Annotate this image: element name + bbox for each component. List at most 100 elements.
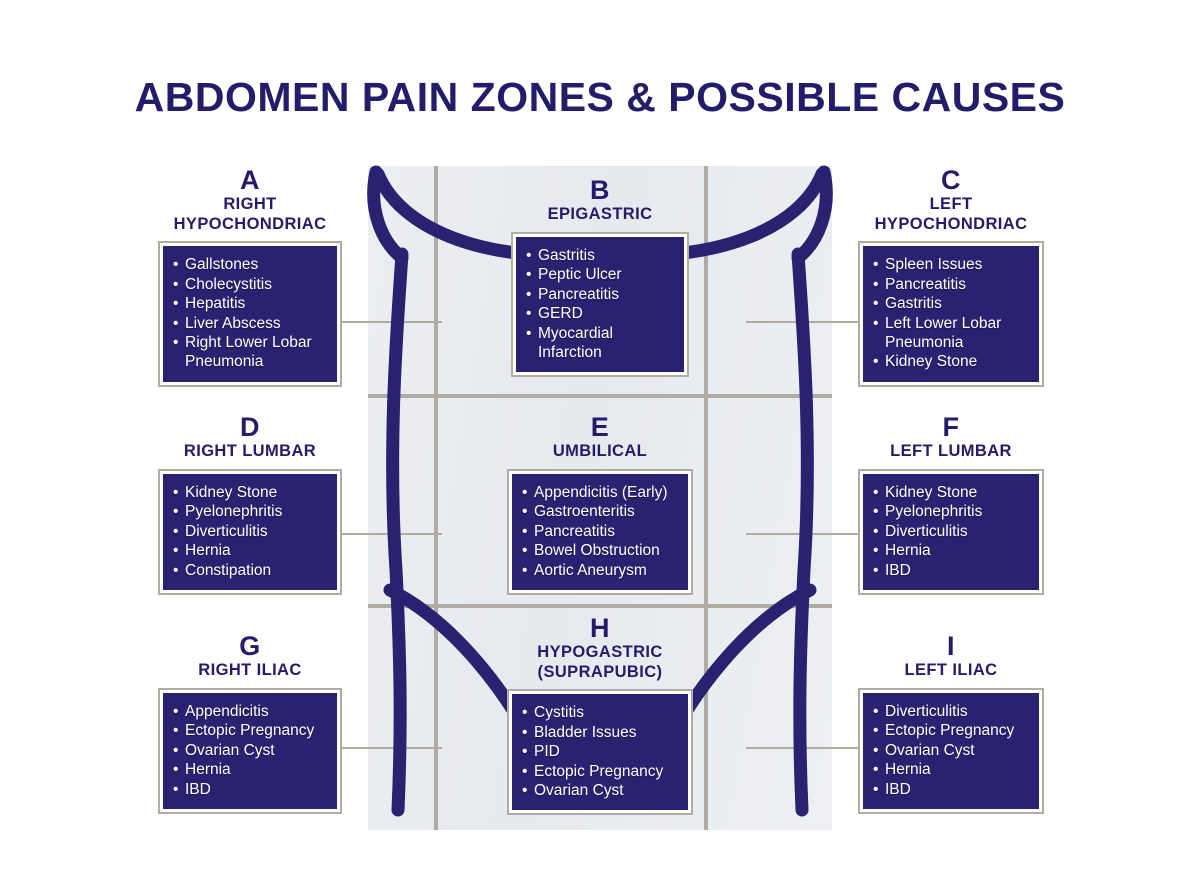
zone-g-cause-list: Appendicitis Ectopic Pregnancy Ovarian C…	[173, 702, 327, 800]
zone-b[interactable]: B EPIGASTRIC Gastritis Peptic Ulcer Panc…	[511, 175, 689, 378]
zone-h-cause-list: Cystitis Bladder Issues PID Ectopic Preg…	[522, 703, 678, 801]
zone-h-name: HYPOGASTRIC (SUPRAPUBIC)	[537, 643, 663, 681]
zone-f-name: LEFT LUMBAR	[890, 442, 1012, 461]
zone-f-letter: F	[942, 412, 960, 442]
zone-c-causes-frame: Spleen Issues Pancreatitis Gastritis Lef…	[858, 241, 1044, 387]
zone-d-causes-frame: Kidney Stone Pyelonephritis Diverticulit…	[158, 468, 342, 595]
list-item: Diverticulitis	[873, 522, 1029, 542]
zone-d-causes-box: Kidney Stone Pyelonephritis Diverticulit…	[163, 473, 337, 590]
list-item: Appendicitis	[173, 702, 327, 722]
list-item: Hernia	[173, 760, 327, 780]
list-item-continuation: Pneumonia	[885, 334, 964, 352]
list-item: Kidney Stone	[173, 483, 327, 503]
list-item: IBD	[873, 561, 1029, 581]
zone-h-letter: H	[590, 613, 610, 643]
zone-a-letter: A	[240, 165, 260, 195]
zone-d-cause-list: Kidney Stone Pyelonephritis Diverticulit…	[173, 483, 327, 581]
zone-a-causes-frame: Gallstones Cholecystitis Hepatitis Liver…	[158, 241, 342, 387]
list-item: IBD	[873, 780, 1029, 800]
list-item: Pancreatitis	[526, 285, 674, 305]
list-item: Appendicitis (Early)	[522, 483, 678, 503]
zone-i-letter: I	[946, 631, 955, 661]
list-item: Pyelonephritis	[173, 502, 327, 522]
zone-c-letter: C	[941, 165, 961, 195]
zone-f[interactable]: F LEFT LUMBAR Kidney Stone Pyelonephriti…	[858, 413, 1044, 595]
zone-a-cause-list: Gallstones Cholecystitis Hepatitis Liver…	[173, 255, 327, 372]
list-item-continuation: Pneumonia	[185, 353, 264, 371]
list-item: IBD	[173, 780, 327, 800]
list-item: Hernia	[173, 541, 327, 561]
list-item: Ovarian Cyst	[522, 781, 678, 801]
zone-a[interactable]: A RIGHT HYPOCHONDRIAC Gallstones Cholecy…	[158, 166, 342, 387]
zone-g[interactable]: G RIGHT ILIAC Appendicitis Ectopic Pregn…	[158, 632, 342, 814]
list-item: Pancreatitis	[522, 522, 678, 542]
list-item: Ectopic Pregnancy	[873, 721, 1029, 741]
list-item: Peptic Ulcer	[526, 265, 674, 285]
zone-a-name: RIGHT HYPOCHONDRIAC	[173, 195, 327, 233]
connector-line-c	[746, 321, 868, 323]
connector-line-d	[332, 533, 442, 535]
list-item: Ectopic Pregnancy	[173, 721, 327, 741]
zone-e[interactable]: E UMBILICAL Appendicitis (Early) Gastroe…	[507, 413, 693, 595]
list-item: Hernia	[873, 760, 1029, 780]
list-item: Cholecystitis	[173, 275, 327, 295]
zone-b-cause-list: Gastritis Peptic Ulcer Pancreatitis GERD…	[526, 246, 674, 363]
zone-g-name: RIGHT ILIAC	[198, 661, 302, 680]
connector-line-f	[746, 533, 868, 535]
zone-f-causes-box: Kidney Stone Pyelonephritis Diverticulit…	[863, 473, 1039, 590]
list-item: Pyelonephritis	[873, 502, 1029, 522]
zone-e-causes-box: Appendicitis (Early) Gastroenteritis Pan…	[512, 473, 688, 590]
list-item: Spleen Issues	[873, 255, 1029, 275]
list-item-continuation: Infarction	[538, 344, 602, 361]
zone-i-cause-list: Diverticulitis Ectopic Pregnancy Ovarian…	[873, 702, 1029, 800]
list-item: Constipation	[173, 561, 327, 581]
zone-d-name: RIGHT LUMBAR	[183, 442, 317, 461]
zone-i-causes-frame: Diverticulitis Ectopic Pregnancy Ovarian…	[858, 687, 1044, 814]
zone-c-name: LEFT HYPOCHONDRIAC	[874, 195, 1028, 233]
zone-c-causes-box: Spleen Issues Pancreatitis Gastritis Lef…	[863, 246, 1039, 382]
zone-a-causes-box: Gallstones Cholecystitis Hepatitis Liver…	[163, 246, 337, 382]
zone-d[interactable]: D RIGHT LUMBAR Kidney Stone Pyelonephrit…	[158, 413, 342, 595]
zone-b-causes-box: Gastritis Peptic Ulcer Pancreatitis GERD…	[516, 236, 684, 373]
zone-h-causes-box: Cystitis Bladder Issues PID Ectopic Preg…	[512, 694, 688, 811]
list-item: Pancreatitis	[873, 275, 1029, 295]
list-item: Ectopic Pregnancy	[522, 762, 678, 782]
zone-i-name: LEFT ILIAC	[904, 661, 998, 680]
list-item: Ovarian Cyst	[173, 741, 327, 761]
zone-h[interactable]: H HYPOGASTRIC (SUPRAPUBIC) Cystitis Blad…	[507, 613, 693, 816]
zone-h-causes-frame: Cystitis Bladder Issues PID Ectopic Preg…	[507, 689, 693, 816]
list-item: Diverticulitis	[173, 522, 327, 542]
list-item: Kidney Stone	[873, 483, 1029, 503]
list-item: Cystitis	[522, 703, 678, 723]
list-item: Kidney Stone	[873, 352, 1029, 372]
list-item: Liver Abscess	[173, 314, 327, 334]
zone-b-causes-frame: Gastritis Peptic Ulcer Pancreatitis GERD…	[511, 231, 689, 378]
zone-g-causes-box: Appendicitis Ectopic Pregnancy Ovarian C…	[163, 692, 337, 809]
list-item: Hernia	[873, 541, 1029, 561]
list-item: Hepatitis	[173, 294, 327, 314]
zone-d-letter: D	[240, 412, 260, 442]
list-item: Gastritis	[873, 294, 1029, 314]
list-item: Myocardial	[526, 324, 674, 344]
list-item: Left Lower Lobar	[873, 314, 1029, 334]
zone-c[interactable]: C LEFT HYPOCHONDRIAC Spleen Issues Pancr…	[858, 166, 1044, 387]
zone-e-cause-list: Appendicitis (Early) Gastroenteritis Pan…	[522, 483, 678, 581]
connector-line-a	[332, 321, 442, 323]
list-item: Ovarian Cyst	[873, 741, 1029, 761]
zone-b-letter: B	[590, 175, 610, 205]
zone-g-causes-frame: Appendicitis Ectopic Pregnancy Ovarian C…	[158, 687, 342, 814]
zone-e-name: UMBILICAL	[552, 442, 648, 461]
list-item: Diverticulitis	[873, 702, 1029, 722]
zone-g-letter: G	[239, 631, 261, 661]
zone-e-letter: E	[590, 412, 610, 442]
connector-line-g	[332, 747, 442, 749]
list-item: Bladder Issues	[522, 723, 678, 743]
zone-b-name: EPIGASTRIC	[547, 205, 653, 224]
zone-i[interactable]: I LEFT ILIAC Diverticulitis Ectopic Preg…	[858, 632, 1044, 814]
page-title: ABDOMEN PAIN ZONES & POSSIBLE CAUSES	[134, 74, 1066, 120]
list-item: Gallstones	[173, 255, 327, 275]
list-item: Gastroenteritis	[522, 502, 678, 522]
list-item: Bowel Obstruction	[522, 541, 678, 561]
connector-line-i	[746, 747, 868, 749]
